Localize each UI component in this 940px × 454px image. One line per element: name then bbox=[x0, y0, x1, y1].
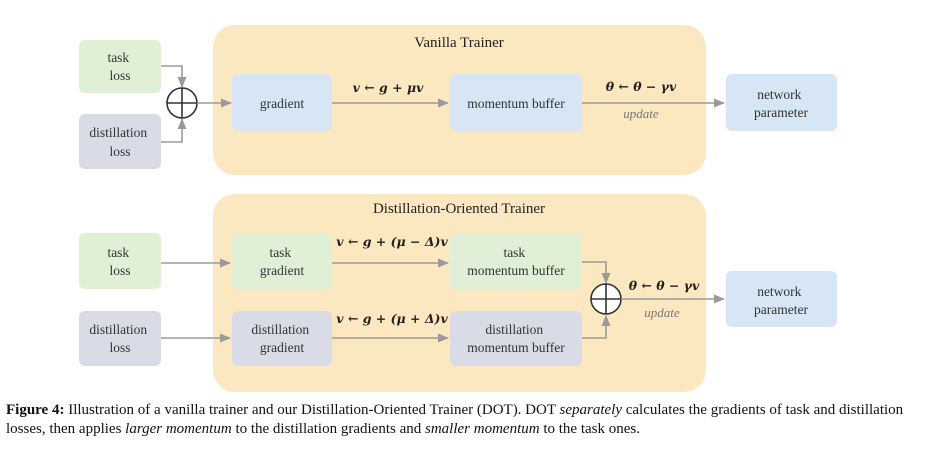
vanilla-network-box bbox=[726, 74, 837, 131]
dot-task-gradient-box bbox=[232, 234, 332, 290]
vanilla-gradient-box bbox=[232, 74, 332, 131]
vanilla-sum-icon bbox=[166, 87, 198, 119]
dot-distill-gradient-label: distillation gradient bbox=[251, 322, 312, 355]
dot-distill-momentum-equation: v ← g + (μ + Δ)v bbox=[336, 311, 448, 326]
vanilla-distill-connector bbox=[161, 117, 187, 143]
dot-update-label: update bbox=[644, 305, 680, 320]
dot-task-momentum-label: task momentum buffer bbox=[467, 245, 565, 278]
dot-task-momentum-equation: v ← g + (μ − Δ)v bbox=[336, 234, 448, 249]
vanilla-title: Vanilla Trainer bbox=[414, 35, 504, 51]
vanilla-task-loss-box bbox=[79, 40, 161, 93]
vanilla-update-label: update bbox=[623, 106, 659, 121]
caption-label: Figure 4: bbox=[6, 402, 65, 418]
dot-distill-loss-box bbox=[79, 311, 161, 366]
caption-emph-larger-momentum: larger momentum bbox=[125, 421, 232, 437]
caption-emph-separately: separately bbox=[559, 402, 622, 418]
caption-emph-smaller-momentum: smaller momentum bbox=[425, 421, 540, 437]
dot-distill-loss-label: distillation loss bbox=[89, 322, 150, 355]
vanilla-momentum-box bbox=[450, 74, 582, 131]
vanilla-distill-loss-box bbox=[79, 114, 161, 169]
vanilla-network-label: network parameter bbox=[754, 87, 808, 120]
vanilla-distill-loss-label: distillation loss bbox=[89, 125, 150, 159]
dot-sum-icon bbox=[590, 283, 622, 315]
dot-update-equation: θ ← θ − γv bbox=[629, 278, 700, 293]
dot-distill-gradient-box bbox=[232, 311, 332, 366]
caption-text-4: to the task ones. bbox=[539, 421, 640, 437]
dot-distill-momentum-label: distillation momentum buffer bbox=[467, 322, 565, 355]
dot-title: Distillation-Oriented Trainer bbox=[373, 201, 545, 217]
dot-network-box bbox=[726, 271, 837, 327]
vanilla-momentum-label: momentum buffer bbox=[467, 96, 565, 111]
dot-distill-momentum-connector bbox=[582, 314, 611, 339]
caption-text-1: Illustration of a vanilla trainer and ou… bbox=[64, 402, 560, 418]
diagram: Vanilla Trainer task loss distillation l… bbox=[79, 25, 837, 392]
dot-task-momentum-connector bbox=[582, 261, 611, 285]
vanilla-task-connector bbox=[161, 65, 187, 89]
dot-network-label: network parameter bbox=[754, 284, 808, 317]
dot-task-loss-box bbox=[79, 233, 161, 289]
dot-distill-momentum-box bbox=[450, 311, 582, 366]
vanilla-task-loss-label: task loss bbox=[107, 50, 132, 83]
dot-task-gradient-label: task gradient bbox=[260, 245, 304, 278]
vanilla-gradient-label: gradient bbox=[260, 96, 304, 111]
caption-text-3: to the distillation gradients and bbox=[231, 421, 425, 437]
dot-task-loss-label: task loss bbox=[107, 245, 132, 278]
dot-task-momentum-box bbox=[450, 234, 582, 290]
caption-text-2: calculates the gradients of task and dis… bbox=[6, 402, 904, 437]
vanilla-update-equation: θ ← θ − γv bbox=[606, 79, 677, 94]
figure-caption: Figure 4: Illustration of a vanilla trai… bbox=[6, 401, 934, 439]
dot-panel bbox=[213, 194, 706, 392]
vanilla-momentum-equation: v ← g + μv bbox=[353, 80, 425, 95]
